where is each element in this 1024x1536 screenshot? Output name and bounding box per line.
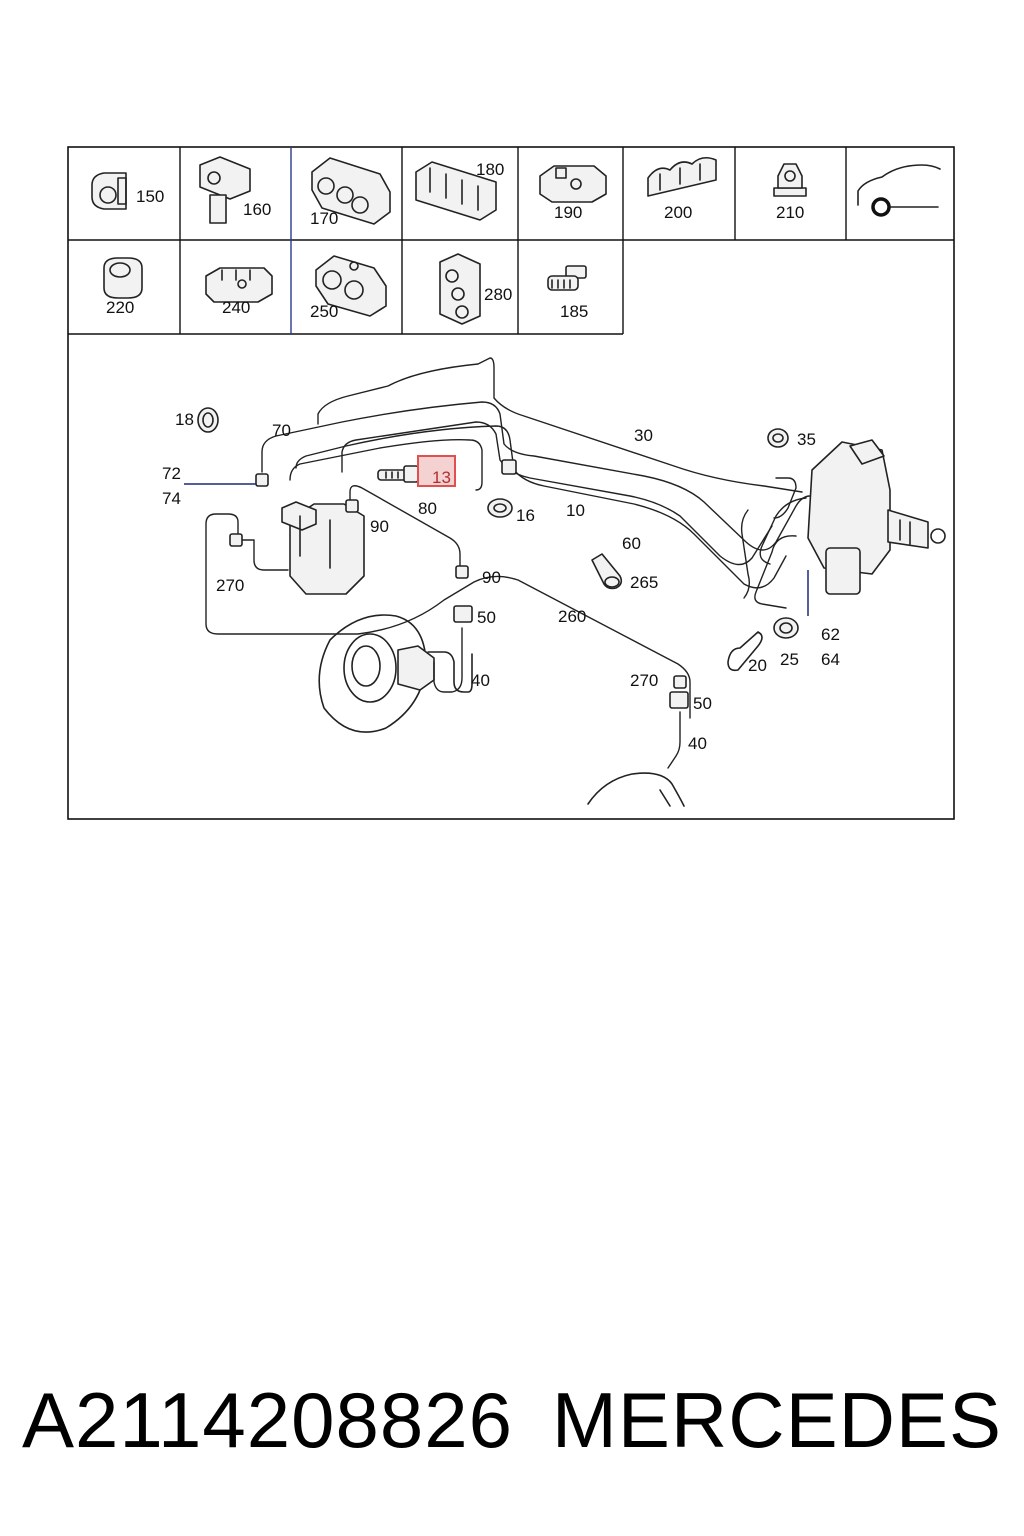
hydraulic-unit bbox=[281, 501, 365, 595]
bushing-220-icon bbox=[103, 257, 143, 299]
clip-200-icon bbox=[647, 156, 717, 197]
stud-185-icon bbox=[547, 265, 587, 291]
callout: 270 bbox=[630, 671, 658, 690]
callout: 30 bbox=[634, 426, 653, 445]
callout: 16 bbox=[516, 506, 535, 525]
legend-label: 150 bbox=[136, 187, 164, 206]
bolt-13 bbox=[377, 465, 419, 483]
brake-line-270-left bbox=[205, 513, 691, 719]
callout: 18 bbox=[175, 410, 194, 429]
clamp-35 bbox=[767, 428, 789, 448]
callout: 72 bbox=[162, 464, 181, 483]
highlight-box bbox=[417, 455, 456, 487]
brake-line-bundle bbox=[261, 401, 811, 551]
brake-line-30 bbox=[317, 357, 803, 493]
callout: 50 bbox=[693, 694, 712, 713]
catalog-footer: A2114208826 MERCEDES bbox=[0, 1370, 1024, 1480]
clip-240-icon bbox=[205, 267, 273, 303]
brake-disc-front bbox=[318, 614, 473, 733]
clip-190-icon bbox=[539, 165, 607, 203]
callout: 35 bbox=[797, 430, 816, 449]
diagram-frame bbox=[67, 146, 955, 820]
legend-label: 190 bbox=[554, 203, 582, 222]
legend-label: 220 bbox=[106, 298, 134, 317]
brake-hose-40-rear bbox=[667, 711, 681, 769]
clip-250-icon bbox=[315, 255, 387, 317]
callout: 265 bbox=[630, 573, 658, 592]
bracket-50-front bbox=[453, 605, 473, 623]
callout: 25 bbox=[780, 650, 799, 669]
car-silhouette-icon bbox=[857, 164, 941, 217]
master-cylinder bbox=[807, 439, 946, 595]
callout-labels: 18 70 72 74 13 80 90 16 10 30 35 60 270 … bbox=[162, 410, 840, 753]
legend-label: 160 bbox=[243, 200, 271, 219]
callout: 260 bbox=[558, 607, 586, 626]
clip-160-icon bbox=[199, 156, 251, 224]
clip-180-icon bbox=[415, 161, 497, 221]
clamp-18 bbox=[197, 407, 219, 433]
callout: 70 bbox=[272, 421, 291, 440]
callout: 50 bbox=[477, 608, 496, 627]
legend-label: 240 bbox=[222, 298, 250, 317]
clip-150-icon bbox=[91, 172, 127, 210]
legend-label: 210 bbox=[776, 203, 804, 222]
callout: 13 bbox=[432, 468, 451, 487]
legend-label: 180 bbox=[476, 160, 504, 179]
callout: 90 bbox=[370, 517, 389, 536]
callout: 60 bbox=[622, 534, 641, 553]
callout: 40 bbox=[471, 671, 490, 690]
callout: 10 bbox=[566, 501, 585, 520]
flex-hose-20 bbox=[740, 477, 797, 599]
brand-name: MERCEDES bbox=[551, 1376, 1002, 1464]
nut-210-icon bbox=[773, 163, 807, 197]
clamp-25 bbox=[773, 617, 799, 639]
callout: 74 bbox=[162, 489, 181, 508]
clamp-16 bbox=[487, 498, 513, 518]
legend-label: 280 bbox=[484, 285, 512, 304]
part-number: A2114208826 bbox=[22, 1376, 514, 1464]
legend-grid bbox=[68, 147, 954, 335]
sleeve-265 bbox=[591, 553, 623, 590]
brake-line-diagram: 150 160 170 180 190 200 210 bbox=[67, 146, 955, 820]
legend-label: 200 bbox=[664, 203, 692, 222]
legend-label: 185 bbox=[560, 302, 588, 321]
callout: 20 bbox=[748, 656, 767, 675]
callout: 90 bbox=[482, 568, 501, 587]
legend-label: 170 bbox=[310, 209, 338, 228]
brake-disc-rear bbox=[587, 772, 685, 807]
callout: 64 bbox=[821, 650, 840, 669]
callout: 80 bbox=[418, 499, 437, 518]
callout: 62 bbox=[821, 625, 840, 644]
clip-170-icon bbox=[311, 157, 391, 225]
callout: 270 bbox=[216, 576, 244, 595]
callout: 40 bbox=[688, 734, 707, 753]
legend-label: 250 bbox=[310, 302, 338, 321]
clip-280-icon bbox=[439, 253, 481, 325]
